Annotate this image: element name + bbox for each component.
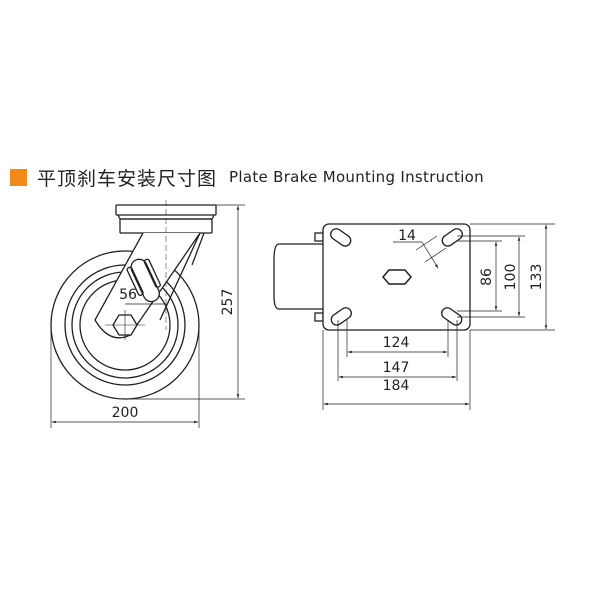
dim-slot-width: 14: [398, 228, 416, 244]
center-hole: [382, 269, 412, 285]
dim-hole-spacing-inner-y: 86: [479, 268, 495, 286]
dim-hole-spacing-outer-y: 100: [503, 264, 519, 291]
dim-wheel-diameter: 200: [112, 405, 139, 421]
dim-hub-width: 56: [119, 287, 137, 303]
dim-plate-width: 133: [529, 264, 545, 291]
mounting-slot: [441, 228, 463, 247]
side-view-dimensions: [50, 204, 245, 428]
title-english: Plate Brake Mounting Instruction: [229, 168, 484, 186]
section-header: 平顶刹车安装尺寸图 Plate Brake Mounting Instructi…: [10, 162, 484, 192]
orange-square-icon: [10, 168, 27, 186]
mounting-slot: [441, 307, 463, 326]
mounting-slot: [330, 228, 352, 247]
mounting-slot: [330, 307, 352, 326]
mounting-plate: [322, 223, 471, 331]
title-chinese: 平顶刹车安装尺寸图: [37, 167, 218, 190]
plate-top-view: [273, 223, 471, 331]
dim-hole-spacing-outer-x: 147: [383, 360, 410, 376]
brake-pedal: [130, 258, 160, 303]
dim-plate-length: 184: [383, 378, 410, 394]
dim-hole-spacing-inner-x: 124: [383, 335, 410, 351]
dim-overall-height: 257: [220, 289, 236, 316]
top-view-dimensions: [322, 223, 555, 410]
